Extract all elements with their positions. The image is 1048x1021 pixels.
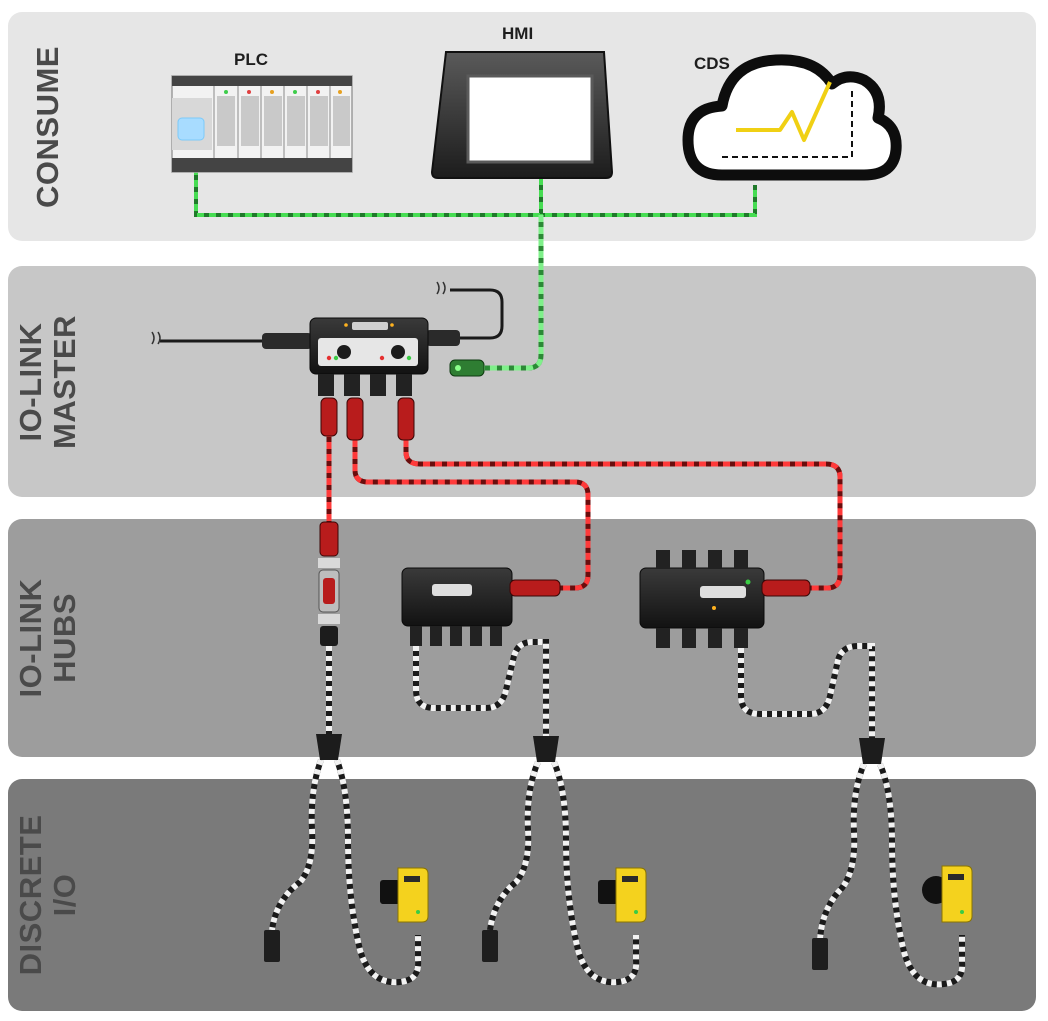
proximity-sensor-left (264, 930, 280, 962)
master-power-cables (151, 281, 504, 349)
iolink-hub-2 (639, 550, 811, 648)
cds-label: CDS (694, 54, 730, 73)
plc-device (171, 75, 353, 173)
photo-sensor-middle (598, 867, 647, 923)
proximity-sensor-middle (482, 930, 498, 962)
proximity-sensor-right (812, 938, 828, 970)
hmi-label: HMI (502, 24, 534, 43)
inline-io-converter (318, 521, 340, 646)
iolink-cables (326, 430, 843, 591)
y-splitters (316, 734, 885, 764)
photo-sensor-right (922, 865, 973, 923)
plc-label: PLC (234, 50, 268, 69)
ethernet-cables (194, 168, 757, 371)
discrete-cables (269, 639, 966, 988)
photo-sensor-left (380, 867, 429, 923)
cds-cloud-icon (682, 54, 902, 181)
iolink-hub-1 (401, 567, 561, 646)
iolink-master-device (309, 317, 485, 441)
hmi-device (430, 51, 614, 179)
